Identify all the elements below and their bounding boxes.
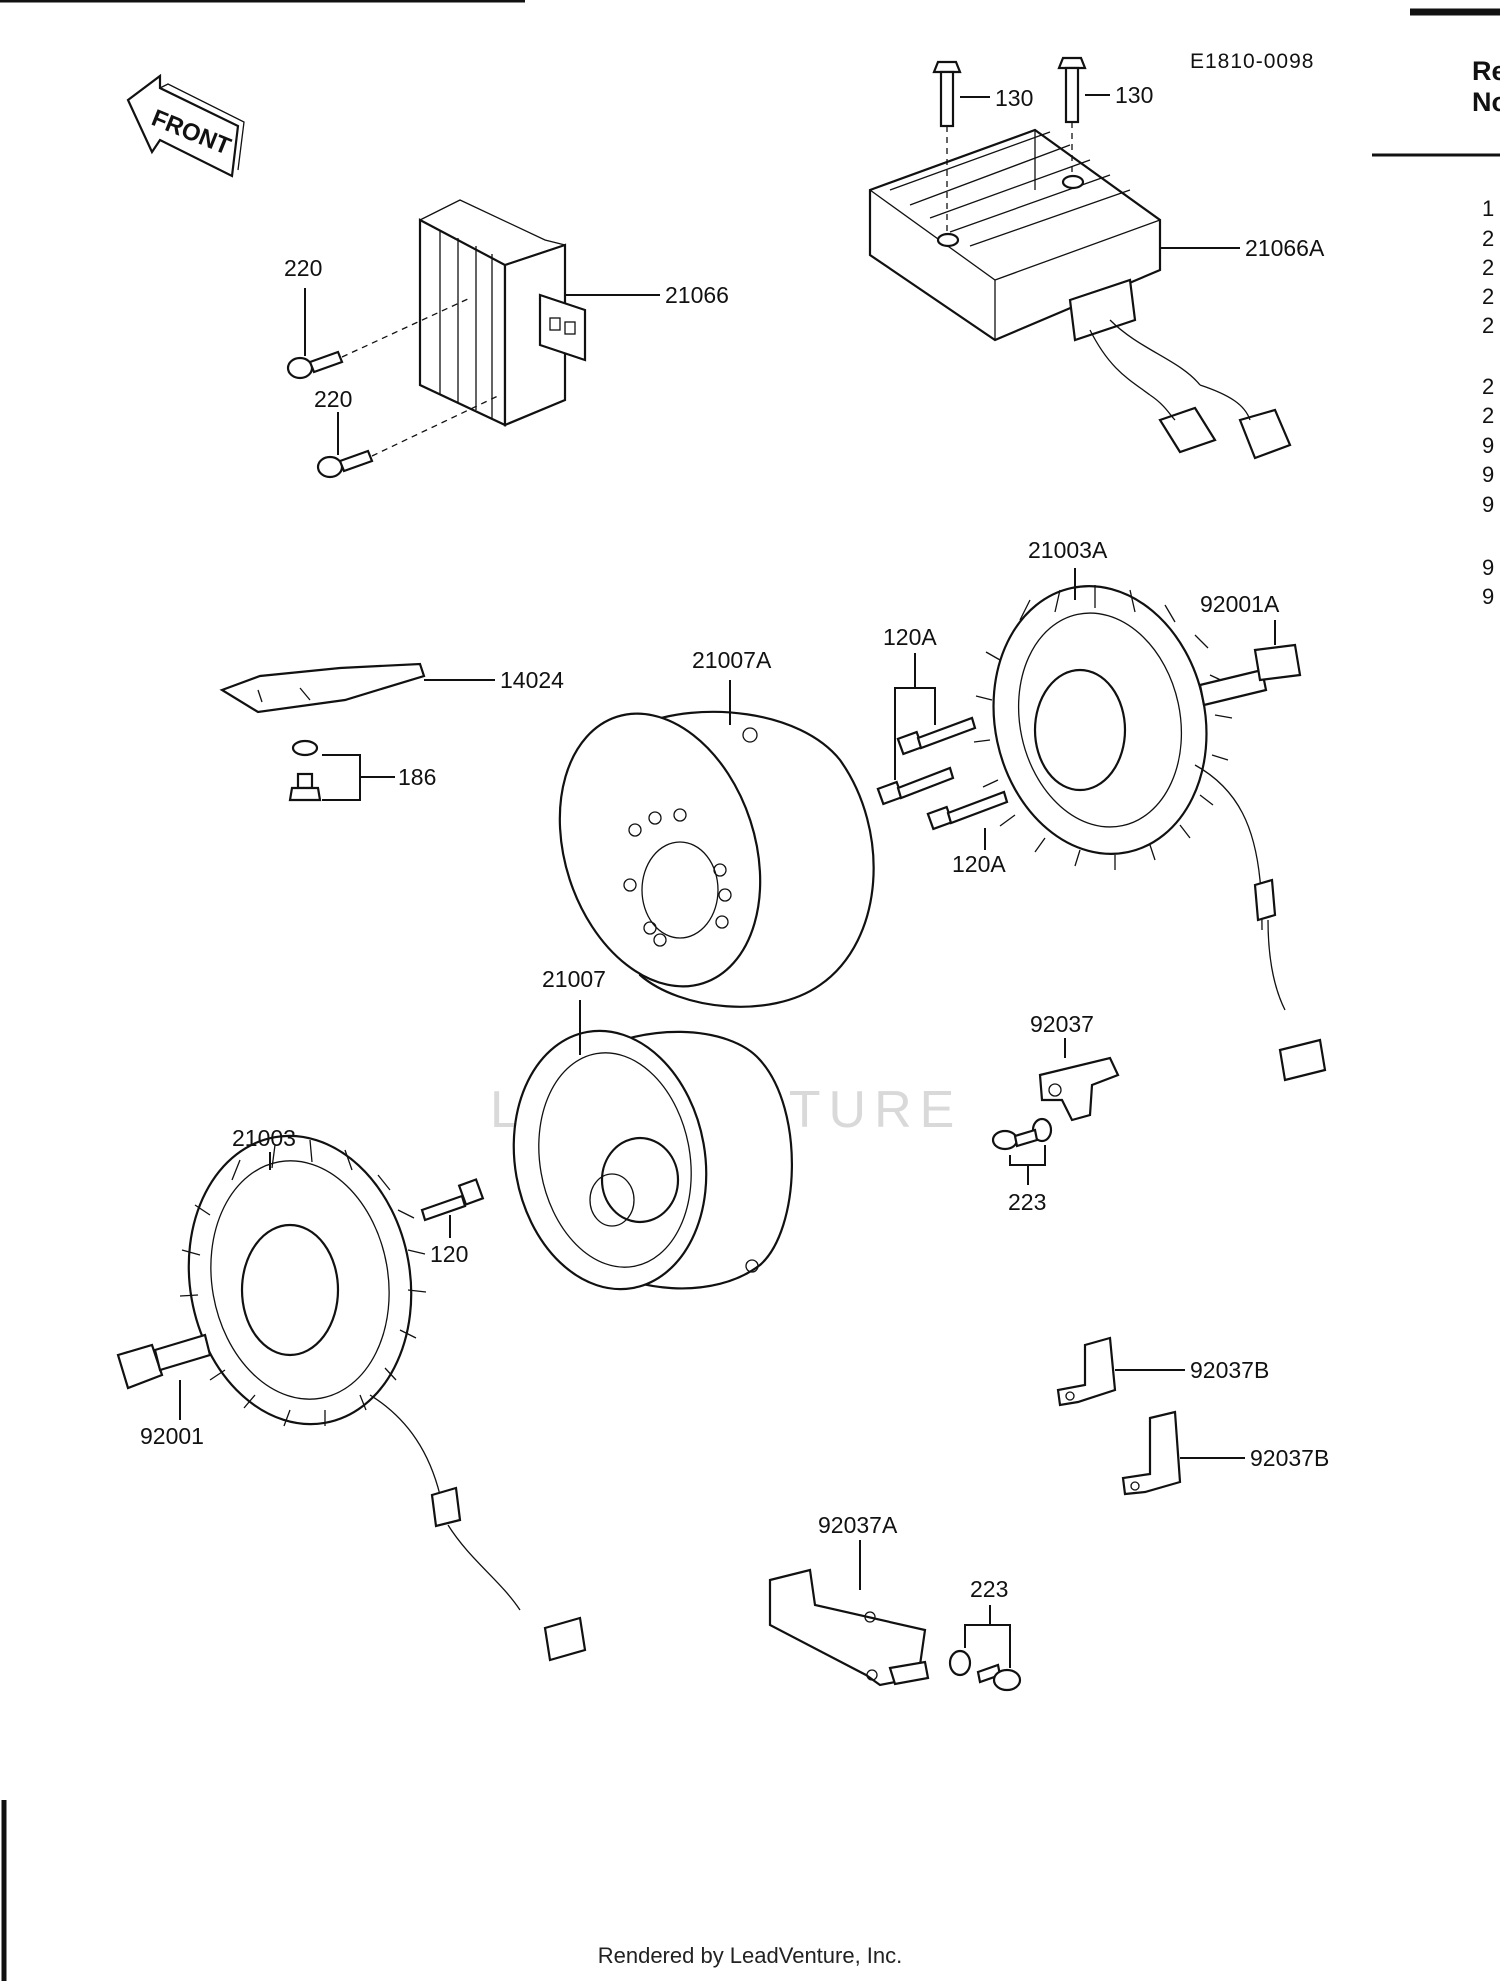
bracket-92037A [768, 1540, 930, 1687]
screw-186 [288, 772, 322, 802]
callout-92001A: 92001A [1200, 591, 1280, 617]
callout-21066: 21066 [665, 282, 729, 308]
bolt-92001 [116, 1333, 212, 1420]
column-item: 9 [1482, 462, 1494, 487]
footer-credit: Rendered by LeadVenture, Inc. [597, 1943, 903, 1968]
callout-92037B-upper: 92037B [1190, 1357, 1269, 1383]
bracket-92037B-lower [1121, 1410, 1245, 1496]
column-item: 9 [1482, 433, 1494, 458]
screw-220-upper [286, 350, 344, 380]
callout-21007A: 21007A [692, 647, 772, 673]
bolt-130-left [932, 60, 962, 128]
column-item: 2 [1482, 255, 1494, 280]
callout-130-right: 130 [1115, 82, 1153, 108]
bolt-120 [420, 1178, 485, 1238]
diagram-code: E1810-0098 [1190, 50, 1314, 73]
callout-21066A: 21066A [1245, 235, 1325, 261]
bolt-120A-1 [896, 716, 977, 756]
column-item: 2 [1482, 403, 1494, 428]
callout-92037B-lower: 92037B [1250, 1445, 1329, 1471]
regulator-21066 [286, 199, 660, 479]
callout-120A-bottom: 120A [952, 851, 1006, 877]
screw-223-lower [976, 1663, 1022, 1692]
bolt-120A-2 [876, 766, 955, 806]
screw-223-upper [991, 1128, 1039, 1151]
column-item: 2 [1482, 374, 1494, 399]
front-arrow-icon: FRONT [126, 73, 245, 178]
bolt-130-right [1057, 56, 1087, 124]
column-item: 9 [1482, 584, 1494, 609]
callout-220-lower: 220 [314, 386, 352, 412]
callout-223-upper: 223 [1008, 1189, 1046, 1215]
callout-120: 120 [430, 1241, 468, 1267]
reference-number-column: Re No 1 2 2 2 2 2 2 9 9 9 9 9 [1472, 56, 1500, 609]
fasteners-223-lower [948, 1605, 1022, 1692]
callout-21007: 21007 [542, 966, 606, 992]
callout-21003A: 21003A [1028, 537, 1108, 563]
bolts-120A [876, 653, 1009, 850]
callout-14024: 14024 [500, 667, 564, 693]
callout-92001: 92001 [140, 1423, 204, 1449]
bracket-92037 [991, 1038, 1120, 1185]
column-item: 2 [1482, 226, 1494, 251]
bolt-92001A [1198, 620, 1302, 707]
bracket-14024 [219, 662, 495, 802]
column-item: 2 [1482, 313, 1494, 338]
screw-220-lower [316, 449, 374, 479]
column-item: 9 [1482, 555, 1494, 580]
stator-21003A [973, 568, 1327, 1082]
column-header-line2: No [1472, 87, 1500, 117]
callout-92037: 92037 [1030, 1011, 1094, 1037]
callout-223-lower: 223 [970, 1576, 1008, 1602]
column-header-line1: Re [1472, 56, 1500, 86]
column-item: 2 [1482, 284, 1494, 309]
callout-130-left: 130 [995, 85, 1033, 111]
stator-21003 [179, 1134, 587, 1662]
bolt-120A-3 [926, 790, 1009, 831]
callout-21003: 21003 [232, 1125, 296, 1151]
callout-220-upper: 220 [284, 255, 322, 281]
callout-92037A: 92037A [818, 1512, 898, 1538]
regulator-21066A [868, 56, 1292, 460]
callout-186: 186 [398, 764, 436, 790]
column-item: 1 [1482, 196, 1494, 221]
bracket-92037B-upper [1056, 1336, 1185, 1407]
rotor-21007 [512, 1000, 793, 1291]
rotor-21007A [558, 680, 875, 1008]
column-item: 9 [1482, 492, 1494, 517]
callout-120A-top: 120A [883, 624, 937, 650]
